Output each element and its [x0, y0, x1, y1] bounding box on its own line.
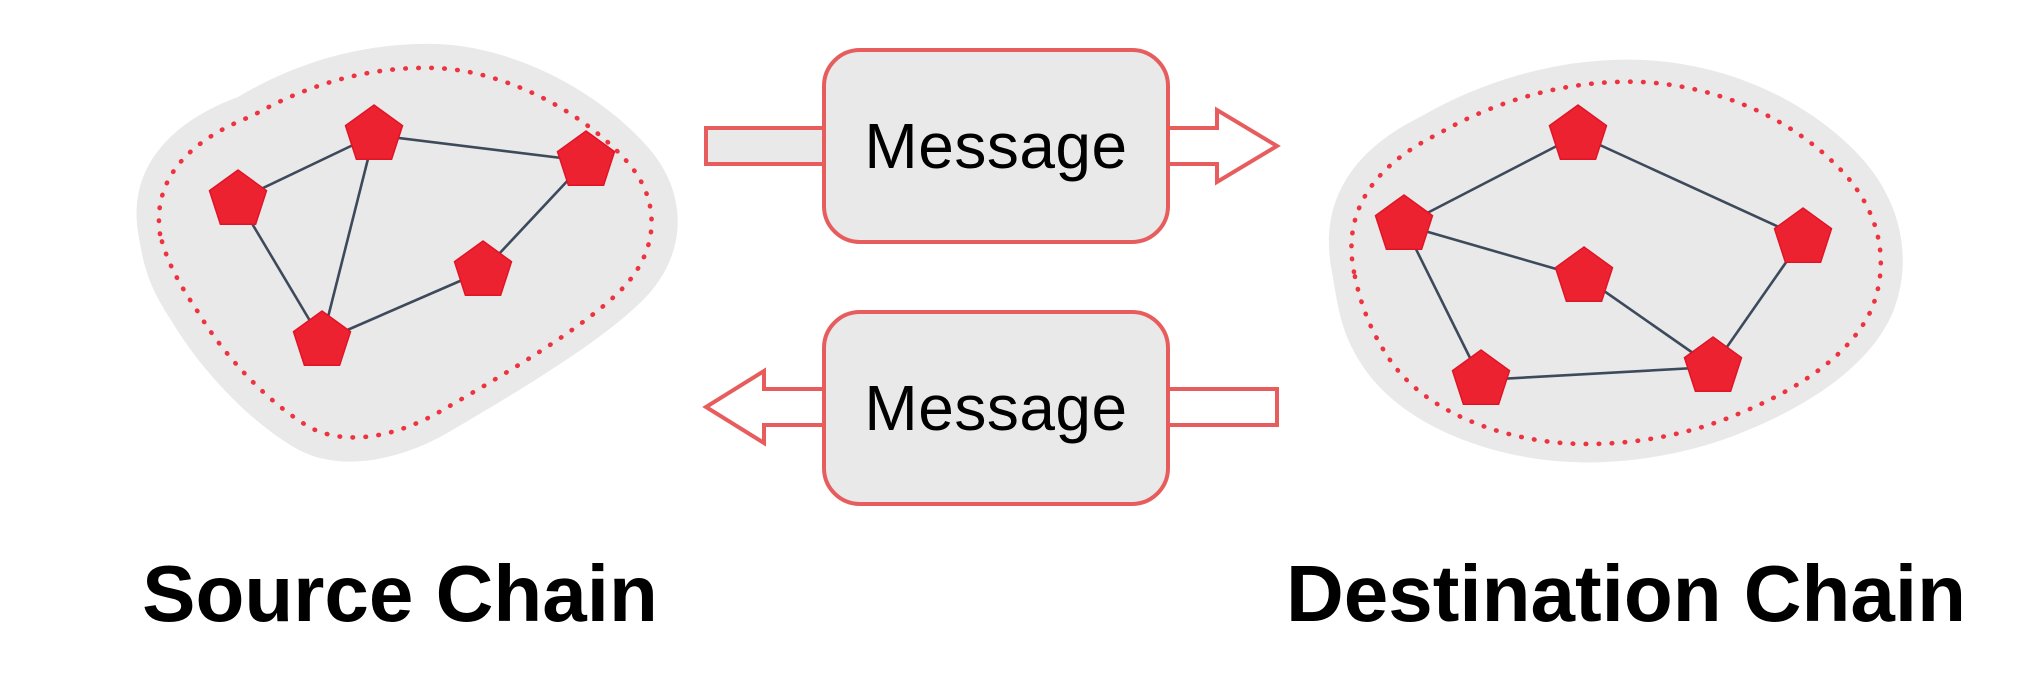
source-chain-network: [136, 43, 678, 462]
message-arrows: [702, 106, 1281, 447]
network-edge: [1402, 224, 1483, 381]
forward-arrowhead-icon: [1162, 106, 1281, 186]
network-edge: [373, 133, 587, 163]
network-edge: [1577, 133, 1804, 240]
forward-message-label: Message: [864, 110, 1128, 182]
message-box-forward: Message: [822, 48, 1170, 244]
network-edge: [321, 269, 484, 343]
backward-message-label: Message: [864, 372, 1128, 444]
network-edge: [1403, 133, 1579, 227]
network-edge: [1403, 223, 1585, 279]
destination-chain-network: [1328, 59, 1903, 463]
backward-arrow-tail-icon: [1164, 387, 1279, 427]
source-chain-dotted-border: [156, 65, 654, 440]
source-chain-label: Source Chain: [142, 549, 658, 638]
forward-arrow-tail-icon: [704, 126, 832, 166]
network-edge: [320, 134, 376, 342]
message-box-backward: Message: [822, 310, 1170, 506]
network-edge: [1480, 365, 1714, 382]
destination-chain-label: Destination Chain: [1285, 549, 1967, 638]
source-chain-blob: [136, 43, 678, 462]
backward-arrowhead-icon: [702, 367, 834, 447]
